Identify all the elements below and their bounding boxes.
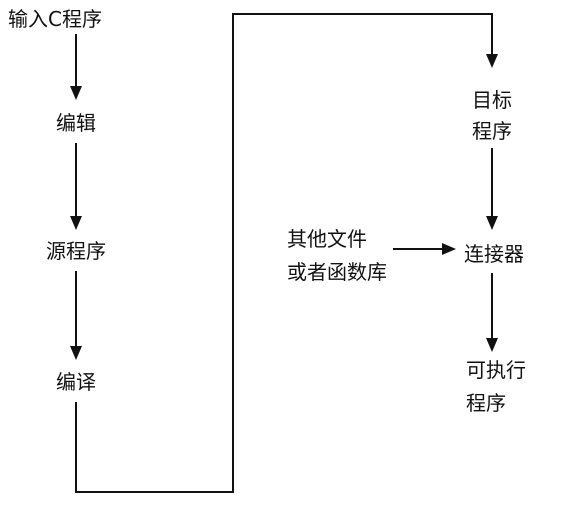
node-compile: 编译 [56, 370, 96, 394]
arrow-input-to-edit [70, 34, 82, 100]
arrow-others-to-linker [393, 243, 456, 255]
node-other-files-line1: 其他文件 [287, 227, 367, 251]
node-source-program: 源程序 [46, 239, 106, 263]
node-executable-line1: 可执行 [466, 358, 526, 382]
node-target-program-line2: 程序 [472, 119, 512, 143]
node-linker: 连接器 [464, 242, 524, 266]
node-target-program-line1: 目标 [472, 88, 512, 112]
node-edit: 编辑 [56, 111, 96, 135]
connector-compile-to-target [75, 13, 498, 493]
node-other-files-line2: 或者函数库 [287, 260, 387, 284]
arrow-linker-to-exec [486, 273, 498, 352]
node-executable-line2: 程序 [466, 391, 506, 415]
arrow-source-to-compile [70, 271, 82, 360]
arrow-edit-to-source [70, 143, 82, 230]
arrow-target-to-linker [486, 148, 498, 230]
node-input-c-program: 输入C程序 [8, 7, 102, 31]
